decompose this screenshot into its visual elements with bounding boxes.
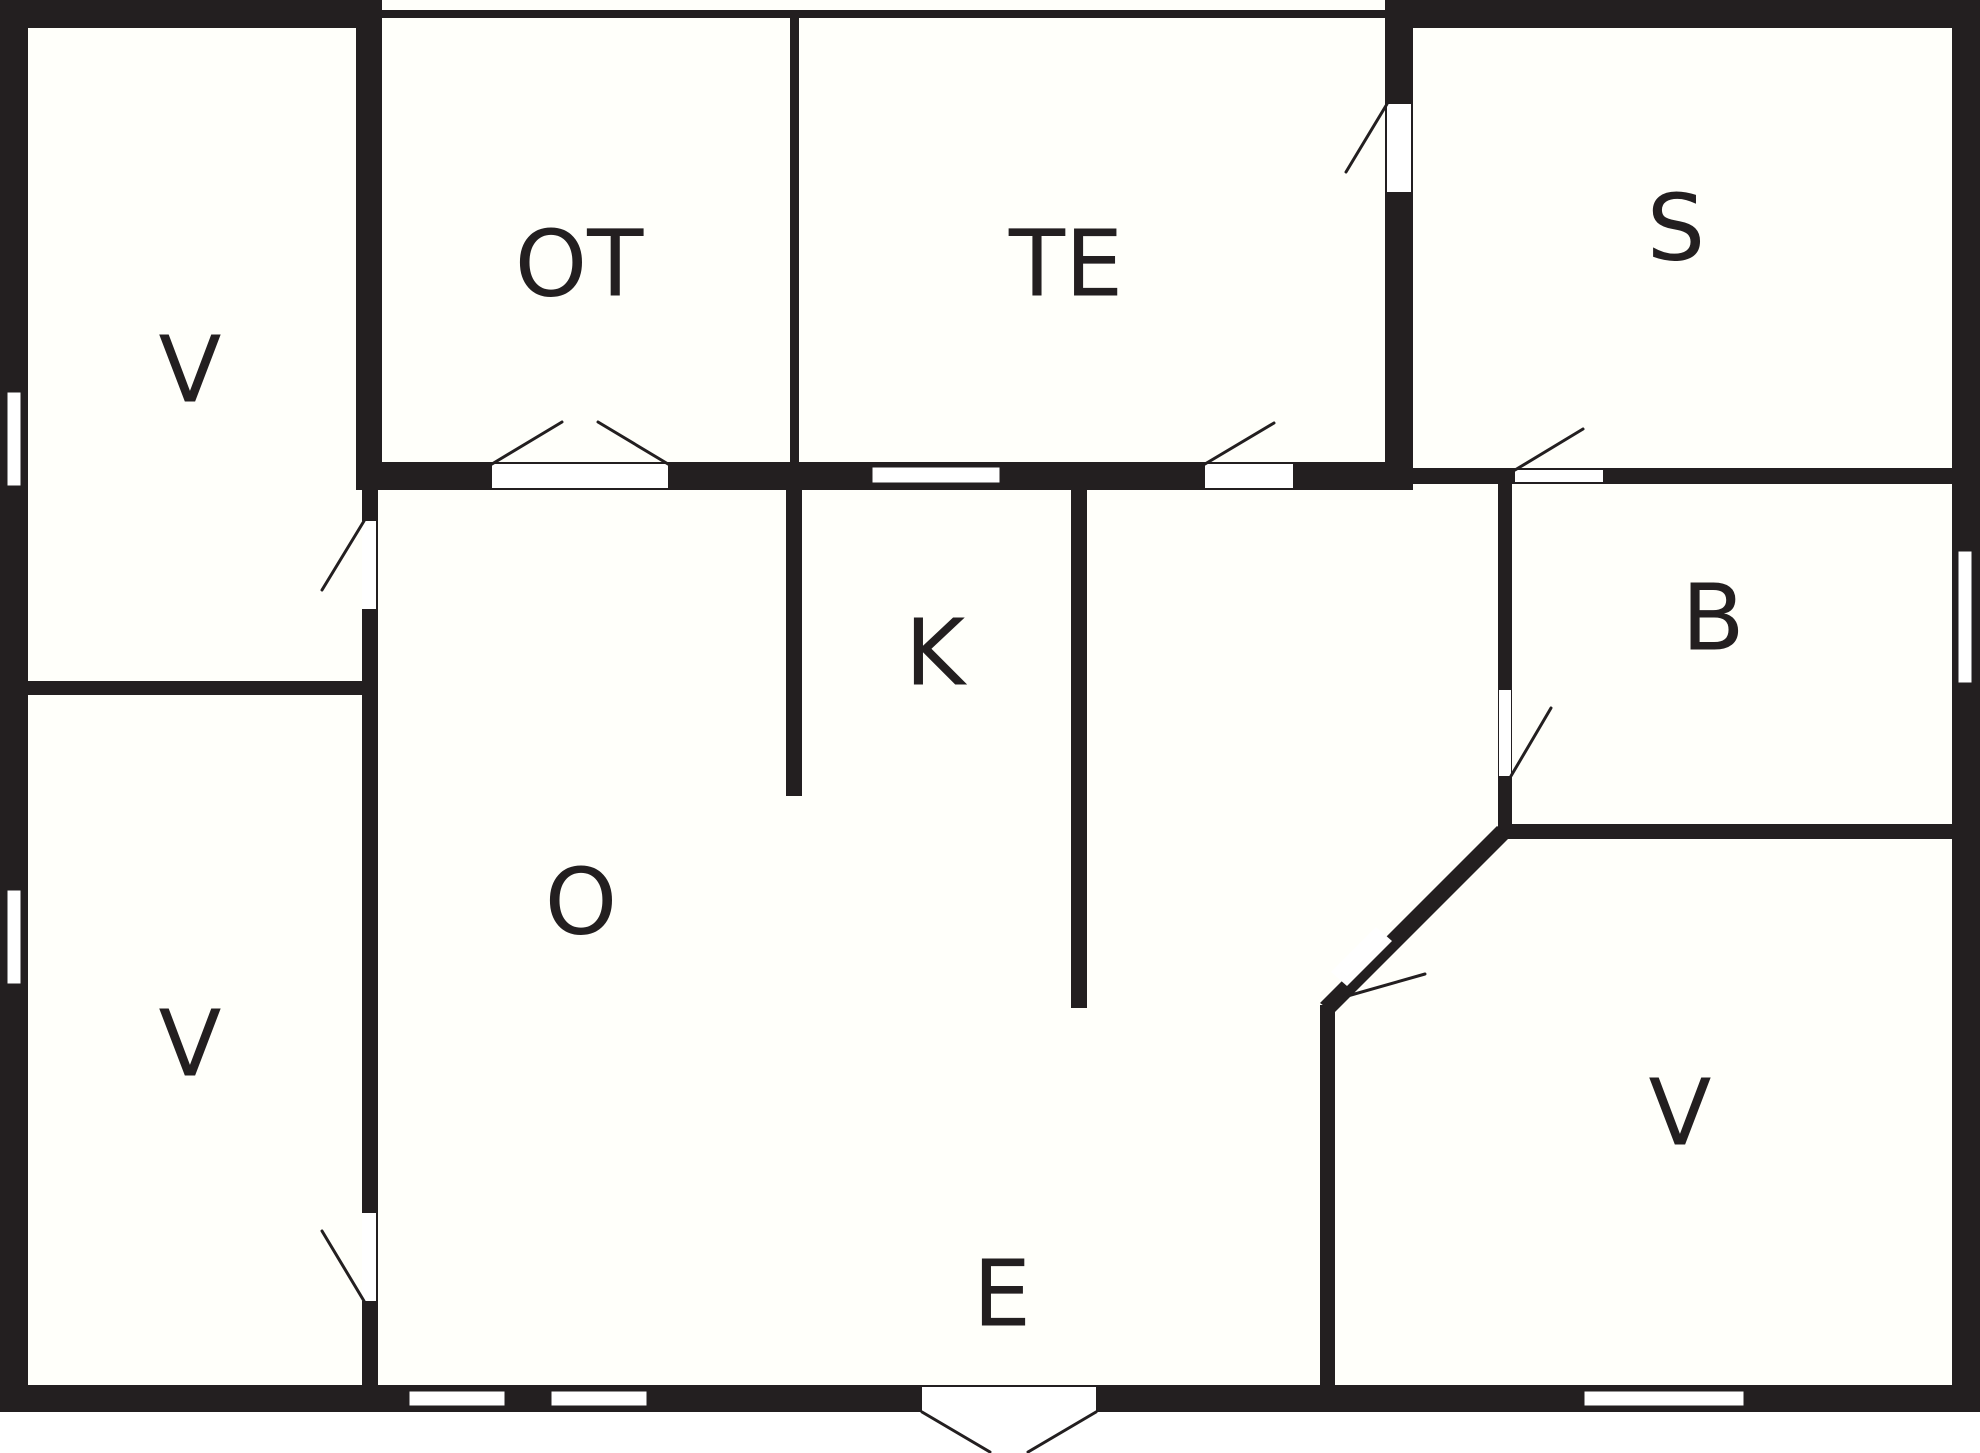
room-label-o: O [545, 849, 617, 956]
room-label-v: V [159, 991, 222, 1098]
window [6, 889, 22, 985]
window [1957, 550, 1973, 684]
door-opening [1499, 690, 1511, 776]
walls [0, 0, 1980, 1412]
room-label-ot: OT [515, 211, 644, 318]
door-opening [492, 464, 668, 488]
room-labels: V OT TE S K B O V V E [159, 175, 1745, 1348]
window [1583, 1390, 1745, 1407]
door-opening [1205, 464, 1293, 488]
room-label-b: B [1681, 565, 1744, 672]
room-label-v: V [159, 317, 222, 424]
window [871, 466, 1001, 484]
openings [6, 104, 1973, 1412]
door-opening [362, 1213, 376, 1301]
room-label-k: K [905, 600, 968, 707]
door-swings [320, 102, 1585, 1453]
room-label-e: E [973, 1241, 1031, 1348]
door-opening [362, 521, 376, 609]
room-label-te: TE [1008, 211, 1123, 318]
window [550, 1390, 648, 1407]
room-label-s: S [1647, 175, 1705, 282]
window [6, 391, 22, 487]
window [408, 1390, 506, 1407]
door-opening [1387, 104, 1411, 192]
door-opening [1331, 927, 1392, 986]
door-opening [1515, 470, 1603, 482]
room-label-v: V [1649, 1060, 1712, 1167]
door-opening [922, 1387, 1096, 1412]
